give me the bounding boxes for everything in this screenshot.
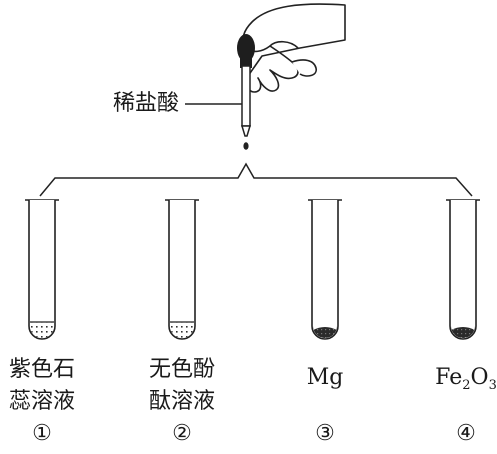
tube-4-number: ④ xyxy=(456,421,476,446)
tube-4-solid xyxy=(451,326,475,338)
tube-4-formula-sub1: 2 xyxy=(462,378,471,393)
tube-4-formula-o: O xyxy=(470,365,489,390)
tube-4-label: Fe2O3 xyxy=(435,366,497,398)
tube-4-formula-sub2: 3 xyxy=(488,378,497,393)
tube-3-number: ③ xyxy=(315,421,335,446)
tube-3-label: Mg xyxy=(306,365,344,390)
tube-2-number: ② xyxy=(172,421,192,446)
tube-4-formula-fe: Fe xyxy=(435,365,463,390)
test-tube-1 xyxy=(25,199,59,340)
distribution-bracket xyxy=(39,162,473,197)
test-tube-4 xyxy=(446,199,480,340)
tube-1-liquid xyxy=(30,322,54,338)
test-tube-3 xyxy=(308,199,342,340)
tube-2-liquid xyxy=(170,322,194,338)
dropper-icon xyxy=(237,34,255,150)
hand-icon xyxy=(242,3,346,93)
dropper-label: 稀盐酸 xyxy=(112,91,180,116)
tube-2-label-line2: 酞溶液 xyxy=(148,389,216,414)
test-tube-2 xyxy=(165,199,199,340)
tube-1-label-line2: 蕊溶液 xyxy=(8,389,76,414)
tube-3-solid xyxy=(313,326,337,338)
tube-1-label-line1: 紫色石 xyxy=(8,357,76,382)
tube-1-number: ① xyxy=(32,421,52,446)
acid-drop xyxy=(243,142,249,150)
tube-2-label-line1: 无色酚 xyxy=(148,357,216,382)
